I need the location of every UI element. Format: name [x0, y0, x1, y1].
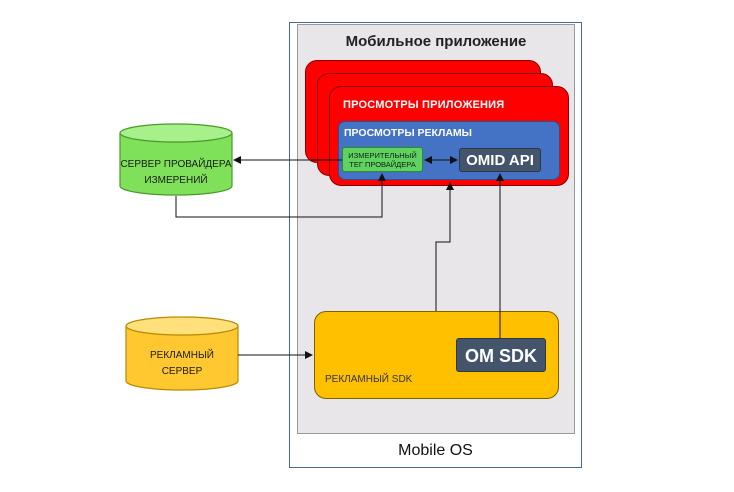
measurement-server-cylinder: [119, 123, 233, 196]
ad-views-label: ПРОСМОТРЫ РЕКЛАМЫ: [344, 127, 472, 139]
mobile-app-title: Мобильное приложение: [345, 33, 527, 50]
mobile-os-title: Mobile OS: [398, 442, 473, 459]
ad-server-cylinder: [125, 316, 239, 391]
ad-server-line2: СЕРВЕР: [161, 366, 203, 377]
measurement-server-line2: ИЗМЕРЕНИЙ: [144, 175, 208, 186]
measurement-tag-line1: ИЗМЕРИТЕЛЬНЫЙ: [348, 151, 417, 160]
ad-server-label: РЕКЛАМНЫЙ СЕРВЕР: [124, 348, 240, 380]
om-sdk-box: OM SDK: [456, 338, 546, 372]
ad-sdk-label: РЕКЛАМНЫЙ SDK: [325, 374, 413, 385]
omid-api-box: OMID API: [459, 148, 541, 172]
ad-server-line1: РЕКЛАМНЫЙ: [150, 350, 214, 361]
measurement-tag-line2: ТЕГ ПРОВАЙДЕРА: [349, 160, 416, 169]
app-views-label: ПРОСМОТРЫ ПРИЛОЖЕНИЯ: [343, 99, 505, 111]
measurement-server-line1: СЕРВЕР ПРОВАЙДЕРА: [120, 159, 232, 170]
arrow-measurement-server-to-tag: [175, 173, 386, 218]
arrow-ad-sdk-to-ad-views: [435, 182, 454, 311]
measurement-server-label: СЕРВЕР ПРОВАЙДЕРА ИЗМЕРЕНИЙ: [118, 157, 234, 189]
measurement-tag-box: ИЗМЕРИТЕЛЬНЫЙ ТЕГ ПРОВАЙДЕРА: [342, 147, 423, 172]
